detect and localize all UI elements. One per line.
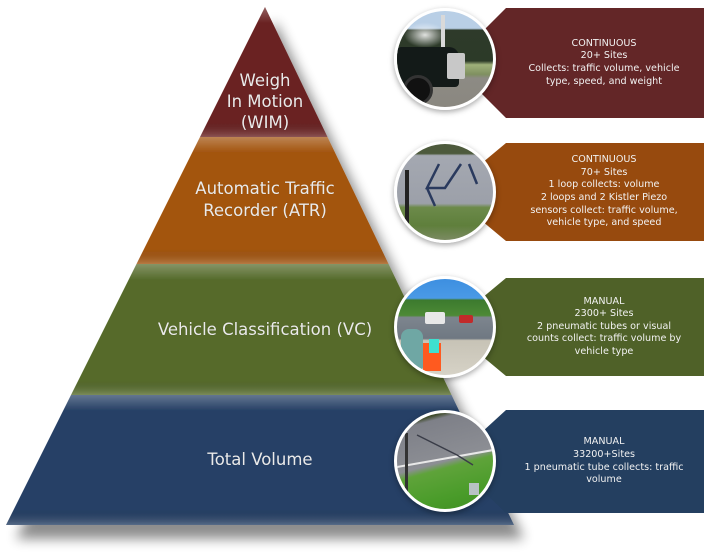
tier-label-vc: Vehicle Classification (VC): [157, 320, 373, 339]
panel-vc-line3: 2 pneumatic tubes or visual: [537, 320, 671, 332]
panel-vc-sites: 2300+ Sites: [574, 308, 634, 320]
panel-atr-sites: 70+ Sites: [580, 166, 628, 178]
detail-panel-bg-vc: [482, 278, 704, 376]
detail-panel-tv: MANUAL 33200+Sites 1 pneumatic tube coll…: [482, 410, 704, 513]
panel-atr-line5: sensors collect: traffic volume,: [530, 204, 678, 216]
panel-atr-type: CONTINUOUS: [571, 154, 637, 166]
panel-wim-sites: 20+ Sites: [580, 50, 628, 62]
panel-wim-line4: type, speed, and weight: [545, 75, 663, 87]
truck-at-weigh-station-photo: [394, 8, 496, 110]
detail-panel-bg-atr: [482, 143, 704, 241]
detail-panel-atr: CONTINUOUS 70+ Sites 1 loop collects: vo…: [482, 143, 704, 241]
panel-atr-line6: vehicle type, and speed: [546, 217, 662, 229]
tier-label-wim: Weigh In Motion (WIM): [226, 71, 304, 132]
tier-label-atr: Automatic Traffic Recorder (ATR): [195, 179, 335, 220]
pneumatic-tube-roadside-photo: [394, 410, 496, 512]
panel-tv-sites: 33200+Sites: [573, 448, 635, 460]
panel-vc-line4: counts collect: traffic volume by: [526, 333, 682, 345]
road-loop-sensor-photo: [394, 141, 496, 243]
detail-panel-bg-tv: [482, 410, 704, 513]
panel-vc-line5: vehicle type: [574, 345, 634, 357]
panel-wim-line3: Collects: traffic volume, vehicle: [528, 63, 680, 74]
detail-panel-wim: CONTINUOUS 20+ Sites Collects: traffic v…: [482, 8, 704, 118]
tier-label-tv: Total Volume: [207, 450, 313, 469]
panel-vc-type: MANUAL: [583, 295, 625, 307]
panel-tv-line3: 1 pneumatic tube collects: traffic: [524, 461, 684, 473]
manual-count-observer-photo: [394, 276, 496, 378]
panel-atr-line4: 2 loops and 2 Kistler Piezo: [540, 192, 668, 203]
panel-tv-type: MANUAL: [583, 436, 625, 448]
detail-panel-bg-wim: [482, 8, 704, 118]
pyramid-tier-highlight-tv: [6, 395, 514, 525]
panel-atr-line3: 1 loop collects: volume: [548, 179, 660, 191]
pyramid-tier-highlight-vc: [71, 264, 452, 395]
panel-wim-type: CONTINUOUS: [571, 37, 637, 49]
pyramid-tier-highlight-atr: [136, 137, 389, 264]
detail-panel-vc: MANUAL 2300+ Sites 2 pneumatic tubes or …: [482, 278, 704, 376]
panel-tv-line4: volume: [586, 474, 622, 486]
pyramid-tier-highlight-wim: [200, 7, 328, 137]
